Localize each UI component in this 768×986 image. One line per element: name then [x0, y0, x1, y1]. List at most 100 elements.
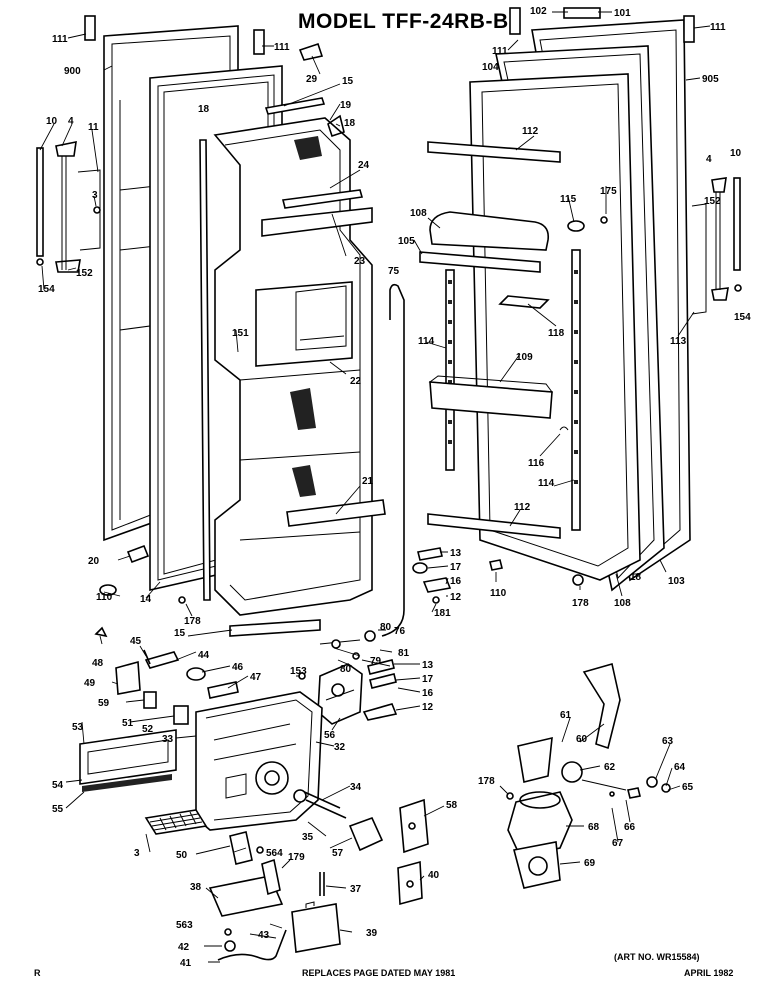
callout-112: 112 — [514, 502, 531, 513]
callout-103: 103 — [668, 576, 685, 587]
fresh-food-door-liner — [419, 73, 641, 581]
left-hinge-parts — [36, 15, 345, 273]
callout-3: 3 — [134, 848, 140, 859]
callout-179: 179 — [288, 852, 305, 863]
callout-52: 52 — [142, 724, 154, 735]
callout-23: 23 — [354, 256, 366, 267]
right-small-parts — [412, 547, 584, 604]
callout-152: 152 — [76, 268, 93, 279]
callout-80: 80 — [340, 664, 352, 675]
callout-563: 563 — [176, 920, 193, 931]
callout-46: 46 — [232, 662, 244, 673]
callout-34: 34 — [350, 782, 362, 793]
callout-905: 905 — [702, 74, 719, 85]
callout-24: 24 — [358, 160, 370, 171]
callout-65: 65 — [682, 782, 694, 793]
auger-parts — [293, 789, 384, 852]
callout-62: 62 — [604, 762, 616, 773]
callout-39: 39 — [366, 928, 378, 939]
callout-51: 51 — [122, 718, 134, 729]
footer-date: APRIL 1982 — [684, 968, 734, 978]
callout-108: 108 — [410, 208, 427, 219]
callout-16: 16 — [450, 576, 462, 587]
callout-111: 111 — [492, 46, 508, 57]
callout-68: 68 — [588, 822, 600, 833]
callout-75: 75 — [388, 266, 400, 277]
model-title: MODEL TFF-24RB-B — [298, 10, 509, 33]
callout-38: 38 — [190, 882, 202, 893]
callout-50: 50 — [176, 850, 188, 861]
callout-13: 13 — [422, 660, 434, 671]
callout-29: 29 — [306, 74, 318, 85]
callout-17: 17 — [450, 562, 462, 573]
callout-42: 42 — [178, 942, 190, 953]
callout-18: 18 — [630, 572, 642, 583]
callout-labels: 111 900 10 4 11 3 152 15 4 111 29 15 19 1… — [38, 6, 751, 969]
callout-60: 60 — [576, 734, 588, 745]
callout-900: 900 — [64, 66, 81, 77]
callout-114: 114 — [538, 478, 555, 489]
callout-116: 116 — [528, 458, 545, 469]
leader-lines — [39, 11, 711, 963]
callout-15: 15 — [342, 76, 354, 87]
callout-19: 19 — [340, 100, 352, 111]
callout-79: 79 — [370, 656, 382, 667]
callout-14: 14 — [140, 594, 152, 605]
callout-18: 18 — [198, 104, 210, 115]
callout-41: 41 — [180, 958, 192, 969]
callout-49: 49 — [84, 678, 96, 689]
callout-10: 10 — [46, 116, 58, 127]
callout-152: 152 — [704, 196, 721, 207]
callout-151: 151 — [232, 328, 249, 339]
dispenser-wire — [319, 283, 405, 660]
freezer-door-liner — [213, 97, 386, 637]
callout-4: 4 — [68, 116, 74, 127]
callout-13: 13 — [450, 548, 462, 559]
callout-102: 102 — [530, 6, 547, 17]
callout-110: 110 — [96, 592, 113, 603]
callout-44: 44 — [198, 650, 210, 661]
callout-61: 61 — [560, 710, 572, 721]
callout-3: 3 — [92, 190, 98, 201]
callout-110: 110 — [490, 588, 507, 599]
callout-45: 45 — [130, 636, 142, 647]
replaces-note: REPLACES PAGE DATED MAY 1981 — [302, 968, 456, 978]
callout-108: 108 — [614, 598, 631, 609]
callout-104: 104 — [482, 62, 499, 73]
callout-67: 67 — [612, 838, 624, 849]
callout-564: 564 — [266, 848, 283, 859]
callout-37: 37 — [350, 884, 362, 895]
callout-58: 58 — [446, 800, 458, 811]
callout-80: 80 — [380, 622, 392, 633]
callout-33: 33 — [162, 734, 174, 745]
callout-12: 12 — [422, 702, 434, 713]
callout-32: 32 — [334, 742, 346, 753]
callout-111: 111 — [52, 34, 68, 45]
drip-tray-grille — [144, 809, 208, 835]
callout-4: 4 — [706, 154, 712, 165]
dispenser-small-parts — [94, 626, 306, 725]
callout-15: 15 — [174, 628, 186, 639]
callout-118: 118 — [548, 328, 565, 339]
callout-113: 113 — [670, 336, 687, 347]
callout-69: 69 — [584, 858, 596, 869]
callout-111: 111 — [710, 22, 726, 33]
callout-178: 178 — [572, 598, 589, 609]
callout-48: 48 — [92, 658, 104, 669]
dispenser-solenoid — [317, 659, 398, 725]
callout-17: 17 — [422, 674, 434, 685]
callout-109: 109 — [516, 352, 533, 363]
ice-chute-parts — [506, 662, 671, 889]
callout-55: 55 — [52, 804, 64, 815]
callout-59: 59 — [98, 698, 110, 709]
footer-left-mark: R — [34, 968, 41, 978]
callout-43: 43 — [258, 930, 270, 941]
callout-54: 54 — [52, 780, 64, 791]
callout-153: 153 — [290, 666, 307, 677]
callout-114: 114 — [418, 336, 435, 347]
callout-115: 115 — [560, 194, 577, 205]
callout-11: 11 — [88, 122, 99, 133]
callout-18: 18 — [344, 118, 356, 129]
callout-63: 63 — [662, 736, 674, 747]
callout-57: 57 — [332, 848, 344, 859]
